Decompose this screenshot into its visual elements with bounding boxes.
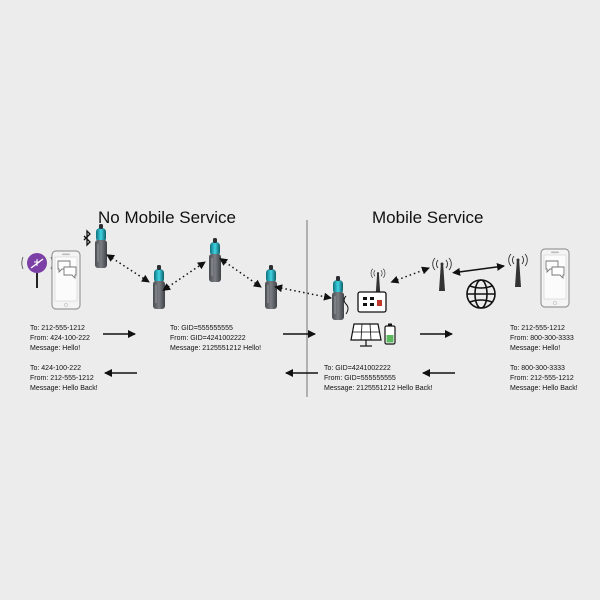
heading-no-mobile-service: No Mobile Service: [98, 208, 236, 227]
solar-panel-icon: [350, 323, 382, 347]
message-body: Message: Hello Back!: [510, 385, 578, 392]
message-carrier-out: To: 212-555-1212 From: 800-300-3333 Mess…: [510, 324, 574, 354]
tower-link: [452, 262, 505, 276]
message-to: To: 424-100-222: [30, 365, 81, 372]
message-from: From: 800-300-3333: [510, 335, 574, 342]
phone-icon: [51, 250, 81, 310]
message-to: To: 212-555-1212: [510, 325, 565, 332]
mesh-node-icon: [153, 265, 165, 309]
message-phone-out: To: 212-555-1212 From: 424-100-222 Messa…: [30, 324, 90, 354]
mesh-node-icon: [332, 276, 344, 320]
phone-icon: [540, 248, 570, 308]
message-to: To: GID=555555555: [170, 325, 233, 332]
message-arrows: [103, 330, 455, 377]
cell-tower-icon: [432, 257, 452, 292]
mesh-node-icon: [209, 238, 221, 282]
mesh-node-icon: [265, 265, 277, 309]
message-from: From: GID=4241002222: [170, 335, 246, 342]
bluetooth-icon: [83, 229, 91, 247]
message-phone-in: To: 424-100-222 From: 212-555-1212 Messa…: [30, 364, 98, 394]
message-to: To: GID=4241002222: [324, 365, 391, 372]
message-body: Message: Hello!: [510, 345, 561, 352]
battery-icon: [384, 323, 396, 345]
message-body: Message: Hello Back!: [30, 385, 98, 392]
message-mesh-out: To: GID=555555555 From: GID=4241002222 M…: [170, 324, 261, 354]
cell-tower-icon: [508, 253, 528, 288]
message-from: From: GID=555555555: [324, 375, 396, 382]
mesh-node-icon: [95, 224, 107, 268]
globe-icon: [466, 279, 496, 309]
message-to: To: 800-300-3333: [510, 365, 565, 372]
message-body: Message: 2125551212 Hello Back!: [324, 385, 433, 392]
mesh-links: [106, 254, 430, 301]
message-from: From: 212-555-1212: [510, 375, 574, 382]
no-signal-icon: [21, 253, 53, 288]
heading-mobile-service: Mobile Service: [372, 208, 484, 227]
message-from: From: 424-100-222: [30, 335, 90, 342]
message-carrier-in: To: 800-300-3333 From: 212-555-1212 Mess…: [510, 364, 578, 394]
message-to: To: 212-555-1212: [30, 325, 85, 332]
gateway-router-icon: [343, 268, 387, 315]
message-gateway-in: To: GID=4241002222 From: GID=555555555 M…: [324, 364, 433, 394]
message-body: Message: 2125551212 Hello!: [170, 345, 262, 352]
message-from: From: 212-555-1212: [30, 375, 94, 382]
message-body: Message: Hello!: [30, 345, 81, 352]
